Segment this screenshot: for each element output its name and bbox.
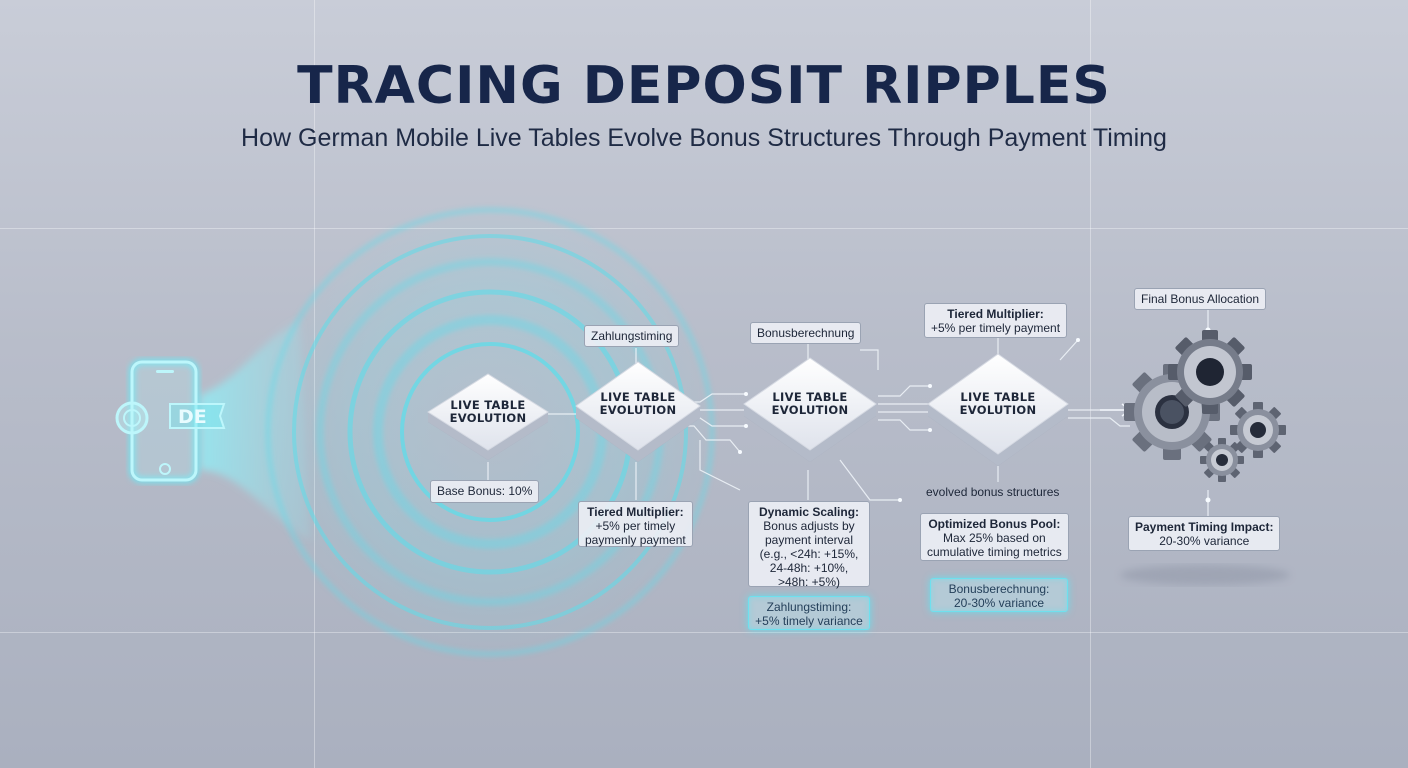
label-tiered-top: Tiered Multiplier: +5% per timely paymen… (924, 303, 1068, 338)
gears-icon (1120, 330, 1290, 585)
label-zahlungstiming-top: Zahlungstiming (584, 325, 680, 347)
page-title: TRACING DEPOSIT RIPPLES (297, 56, 1111, 116)
label-final-allocation: Final Bonus Allocation (1134, 288, 1267, 310)
label-bonusberechnung-glow: Bonusberechnung: 20-30% variance (930, 578, 1068, 612)
label-payment-timing-impact: Payment Timing Impact: 20-30% variance (1128, 516, 1281, 551)
de-badge-text: DE (178, 406, 207, 428)
smartphone-icon: DE (115, 358, 226, 484)
label-tiered-bottom: Tiered Multiplier: +5% per timely paymen… (578, 501, 693, 547)
node-diamonds (427, 353, 1069, 466)
label-optimized-pool: Optimized Bonus Pool: Max 25% based on c… (920, 513, 1069, 561)
label-evolved-structures: evolved bonus structures (926, 485, 1060, 499)
coin-icon (115, 401, 149, 435)
grid-line (1090, 0, 1091, 768)
label-dynamic-scaling: Dynamic Scaling: Bonus adjusts by paymen… (748, 501, 870, 589)
label-bonusberechnung-top: Bonusberechnung (750, 322, 862, 344)
de-flag-badge (169, 403, 226, 429)
label-base-bonus: Base Bonus: 10% (430, 480, 540, 503)
label-zahlungstiming-glow: Zahlungstiming: +5% timely variance (748, 596, 870, 630)
grid-line (0, 228, 1408, 229)
grid-line (0, 632, 1408, 633)
phone-beam (200, 320, 310, 540)
page-subtitle: How German Mobile Live Tables Evolve Bon… (241, 124, 1167, 152)
